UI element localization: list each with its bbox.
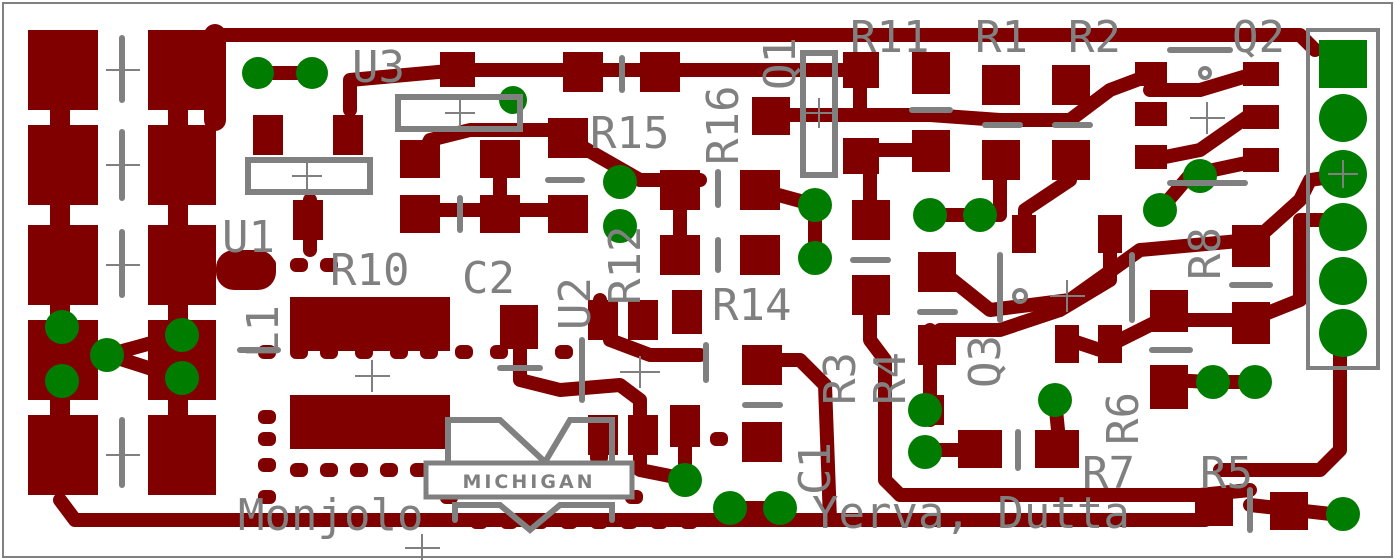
header-pin-2	[1319, 94, 1367, 142]
label-r14: R14	[712, 280, 791, 331]
label-u2: U2	[550, 277, 601, 330]
michigan-logo-text: MICHIGAN	[462, 471, 595, 493]
michigan-logo: MICHIGAN	[423, 417, 635, 534]
label-r10: R10	[330, 245, 409, 296]
label-c1: C1	[790, 442, 841, 495]
label-r8: R8	[1180, 227, 1231, 280]
component-labels: U3 U1 R10 C2 R15 R14 R11 R1 R2 Q2 R7 R5 …	[222, 12, 1285, 541]
label-r16: R16	[698, 86, 749, 165]
label-q1: Q1	[755, 37, 806, 90]
label-r4: R4	[865, 352, 916, 405]
label-r6: R6	[1098, 392, 1149, 445]
credit-left: Monjolo	[238, 490, 423, 541]
silkscreen	[119, 35, 1273, 533]
label-r2: R2	[1068, 12, 1121, 63]
header-pin-5	[1319, 257, 1367, 305]
header-pin-4	[1319, 203, 1367, 251]
label-u1: U1	[222, 212, 275, 263]
header-pin-1-square	[1319, 40, 1367, 88]
label-r1: R1	[975, 12, 1028, 63]
label-q3: Q3	[960, 335, 1011, 388]
label-r15: R15	[590, 108, 669, 159]
label-c2: C2	[462, 253, 515, 304]
label-r12: R12	[600, 226, 651, 305]
label-l1: L1	[238, 305, 289, 358]
label-r11: R11	[850, 12, 929, 63]
label-r7: R7	[1082, 448, 1135, 499]
credit-right: Yerva, Dutta	[812, 488, 1130, 539]
center-markers	[106, 55, 1358, 560]
label-r3: R3	[815, 352, 866, 405]
label-u3: U3	[352, 42, 405, 93]
header-pin-6	[1319, 309, 1367, 357]
pin-header	[1306, 28, 1380, 370]
label-q2: Q2	[1232, 12, 1285, 63]
label-r5: R5	[1200, 448, 1253, 499]
vias	[45, 57, 1360, 531]
